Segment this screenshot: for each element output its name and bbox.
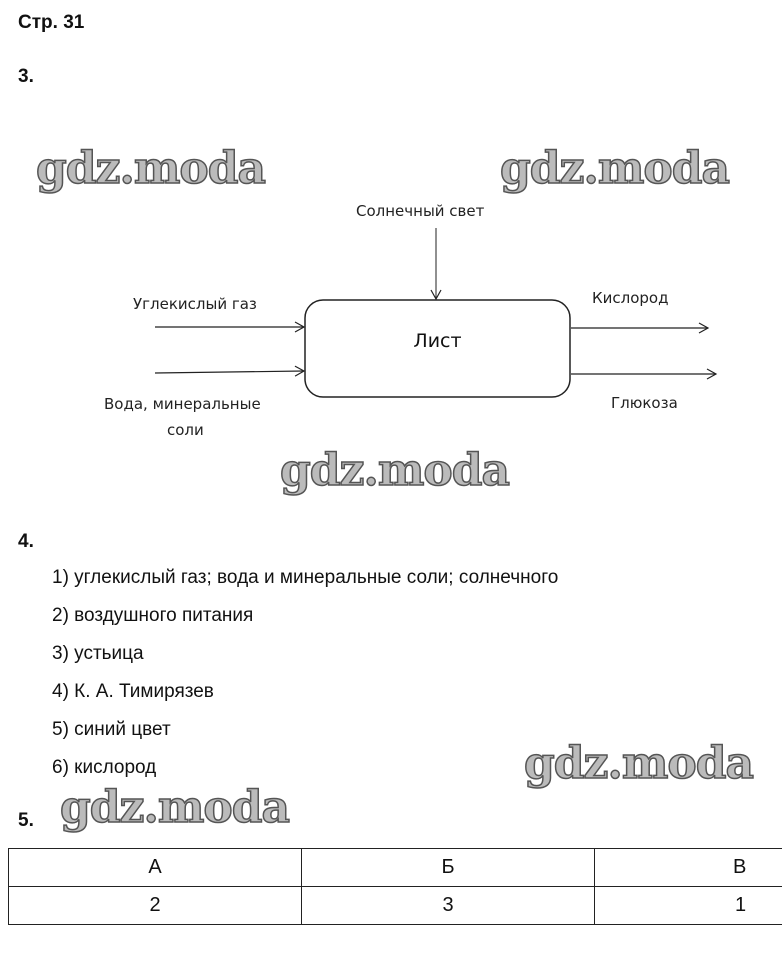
table-row: 2 3 1 [8,886,782,925]
page-title: Стр. 31 [18,12,85,33]
answer-item: 2) воздушного питания [52,605,254,626]
table-header-row: А Б В [8,848,782,887]
watermark: gdz.moda [59,781,291,834]
watermark: gdz.moda [523,737,755,790]
table-cell: В [594,848,782,887]
table-cell: 3 [301,886,595,925]
glucose-label: Глюкоза [611,394,678,412]
answer-item: 4) К. А. Тимирязев [52,681,214,702]
answer-item: 5) синий цвет [52,719,171,740]
table-cell: А [8,848,302,887]
answer-item: 6) кислород [52,757,157,778]
watermark: gdz.moda [499,142,731,195]
answer-item: 3) устьица [52,643,144,664]
table-cell: 1 [594,886,782,925]
answer-item: 1) углекислый газ; вода и минеральные со… [52,567,559,588]
sunlight-label: Солнечный свет [356,202,485,220]
water-arrow [154,365,306,377]
leaf-label: Лист [413,330,462,352]
table-cell: 2 [8,886,302,925]
task-3-number: 3. [18,66,34,87]
task-4-number: 4. [18,531,34,552]
answer-table: А Б В 2 3 1 [8,848,782,925]
table-cell: Б [301,848,595,887]
watermark: gdz.moda [35,142,267,195]
task-5-number: 5. [18,810,34,831]
water-label-line1: Вода, минеральные [104,395,261,413]
co2-label: Углекислый газ [133,295,257,313]
oxygen-label: Кислород [592,289,669,307]
watermark: gdz.moda [279,444,511,497]
water-label-line2: соли [167,421,204,439]
